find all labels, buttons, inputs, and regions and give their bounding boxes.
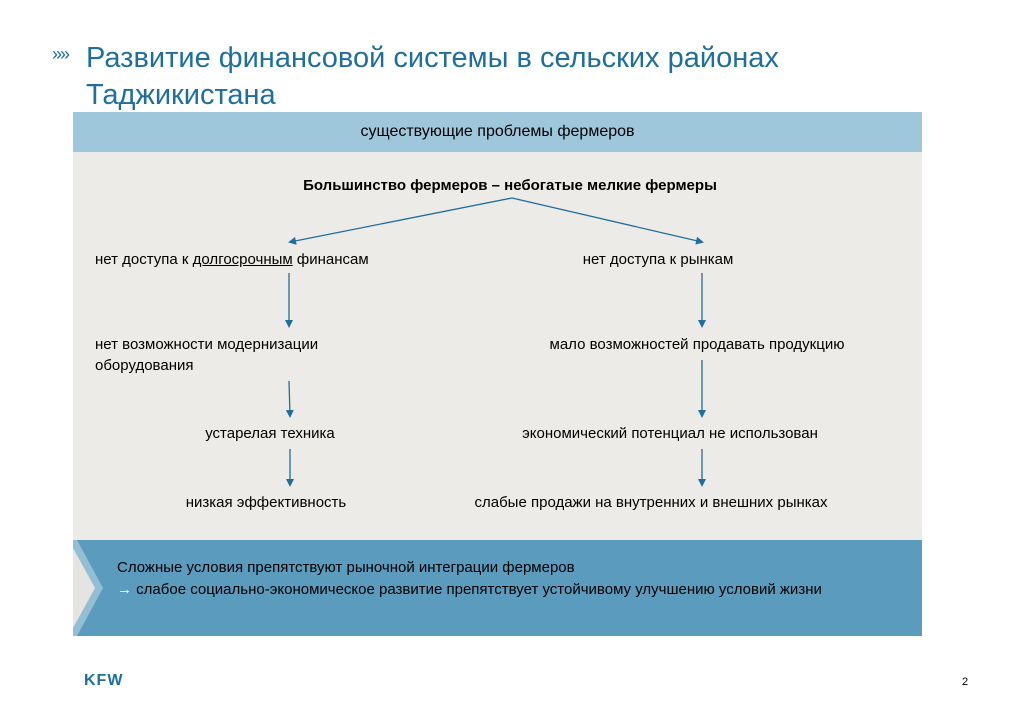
conclusion-line-2-text: слабое социально-экономическое развитие … xyxy=(132,581,822,598)
conclusion-chevron-icon xyxy=(73,540,103,636)
left-node-4: низкая эффективность xyxy=(185,494,347,511)
left-node-2: нет возможности модернизации оборудовани… xyxy=(95,336,319,374)
section-header: существующие проблемы фермеров xyxy=(73,112,922,152)
conclusion-text: Сложные условия препятствуют рыночной ин… xyxy=(117,557,897,601)
left-node-1-text-a: нет доступа к xyxy=(95,251,193,268)
left-node-1-text-b: финансам xyxy=(292,251,369,268)
conclusion-line-2: → слабое социально-экономическое развити… xyxy=(117,579,897,601)
right-node-4: слабые продажи на внутренних и внешних р… xyxy=(474,494,828,511)
conclusion-line-1: Сложные условия препятствуют рыночной ин… xyxy=(117,559,575,576)
kfw-logo: KFW xyxy=(84,672,124,689)
page-number: 2 xyxy=(962,676,969,688)
conclusion-bar xyxy=(73,540,922,636)
left-node-3: устарелая техника xyxy=(205,425,335,442)
title-chevron-icon: »» xyxy=(52,44,70,64)
right-node-1: нет доступа к рынкам xyxy=(582,251,734,268)
root-node: Большинство фермеров – небогатые мелкие … xyxy=(303,177,717,194)
right-node-3: экономический потенциал не использован xyxy=(522,425,818,442)
section-header-label: существующие проблемы фермеров xyxy=(360,123,635,140)
left-node-1-underlined: долгосрочным xyxy=(192,251,293,268)
arrow-right-icon: → xyxy=(117,581,132,598)
left-node-1: нет доступа к долгосрочным финансам xyxy=(95,249,475,270)
right-node-2: мало возможностей продавать продукцию xyxy=(549,336,845,353)
page-title: Развитие финансовой системы в сельских р… xyxy=(86,42,779,111)
